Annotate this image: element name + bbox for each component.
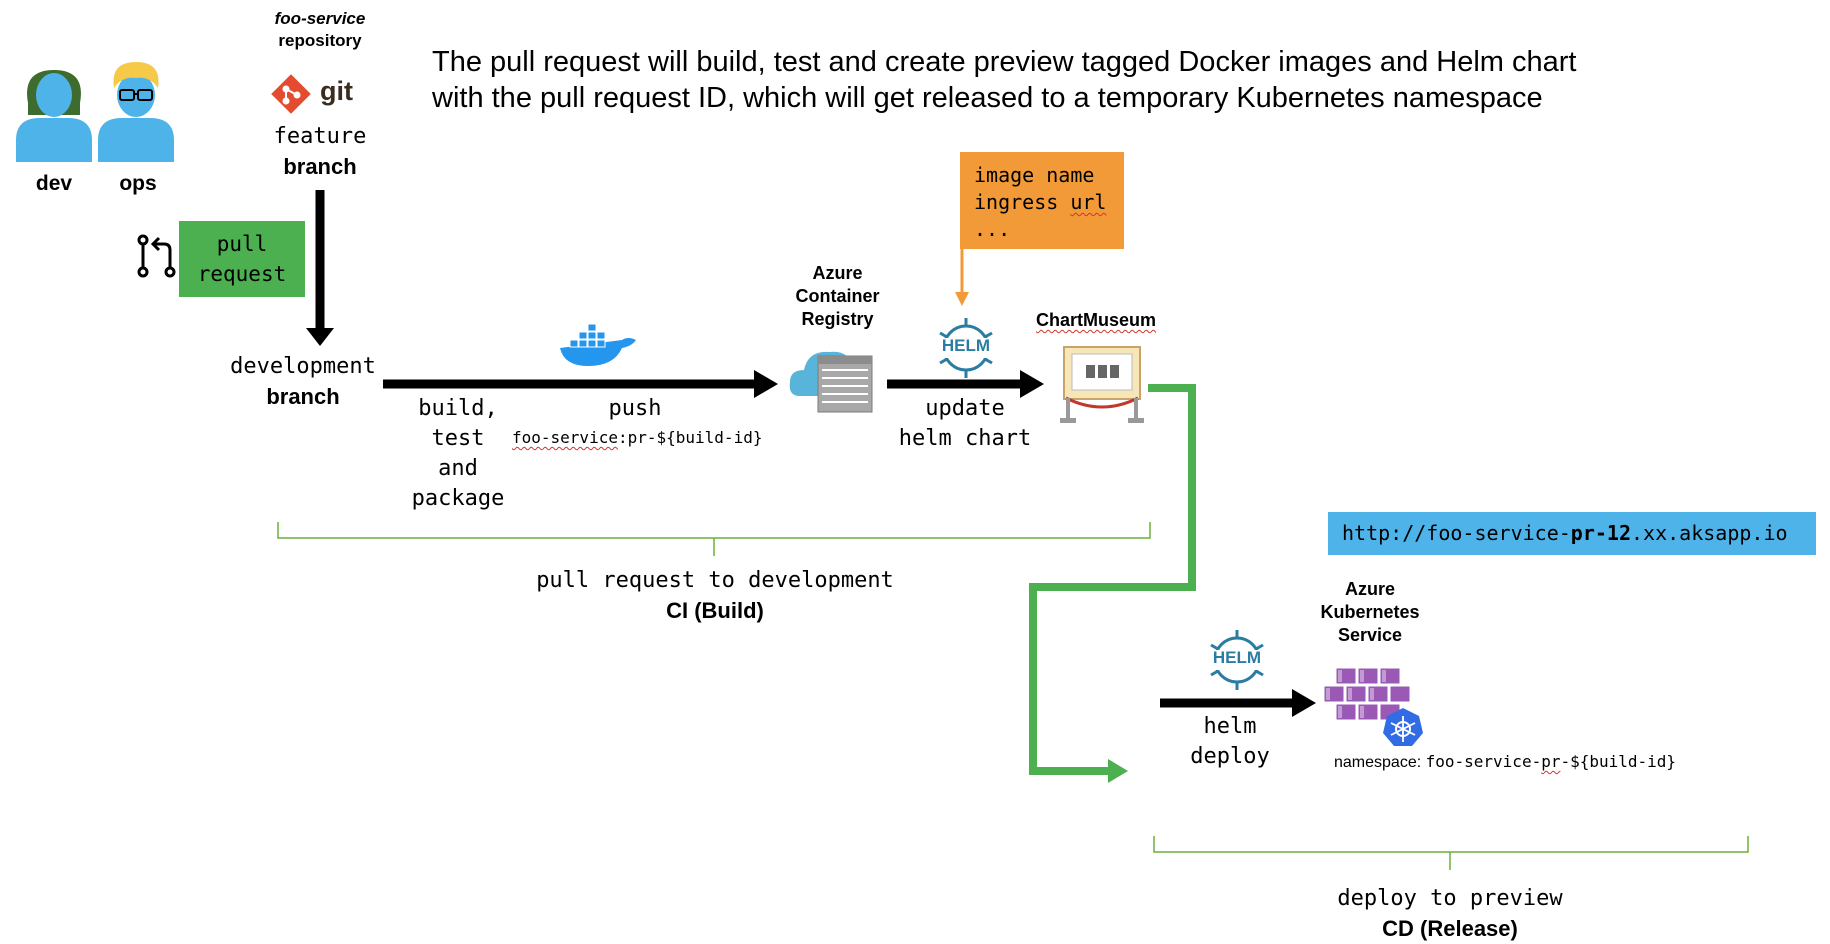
development-branch-label: development branch [218,352,388,412]
release-trigger-head [1108,759,1128,783]
merge-arrow-head [306,328,334,346]
preview-url-box[interactable]: http://foo-service-pr-12.xx.aksapp.io [1328,512,1816,555]
update-arrow-head [1020,370,1044,398]
helm-icon-deploy [1210,630,1264,690]
ops-label: ops [119,172,157,195]
heading-line-2: with the pull request ID, which will get… [432,82,1543,114]
chartmuseum-label-text: ChartMuseum [1036,310,1157,330]
acr-line-2: Container [795,286,880,306]
build-arrow-head [754,370,778,398]
url-suffix: .xx.aksapp.io [1631,521,1788,545]
diagram-heading: The pull request will build, test and cr… [432,44,1576,116]
release-trigger-path [1029,384,1196,775]
build-line-2: test [431,426,485,451]
namespace-key: namespace: [1334,754,1426,771]
helm-icon [939,318,993,378]
kubernetes-icon [1383,708,1423,746]
ci-brace [277,522,1151,556]
feature-branch-label: feature branch [250,122,390,182]
user-ops-icon [98,62,174,162]
update-line-1: update [925,396,1005,421]
push-tag-name: foo-service [512,428,618,447]
chartmuseum-label: ChartMuseum [1036,310,1156,331]
cd-line-2: CD (Release) [1382,916,1518,941]
acr-label: Azure Container Registry [780,262,895,331]
values-connector-head [955,292,969,306]
pull-request-box: pull request [179,221,305,297]
url-prefix: http://foo-service- [1342,521,1571,545]
ci-line-1: pull request to development [536,568,894,593]
namespace-value-pr: pr [1541,752,1561,771]
helm-values-box: image name ingress url ... [960,152,1124,249]
pull-request-line-1: pull [216,232,268,256]
repo-label: foo-service repository [250,8,390,52]
url-pr-id: pr-12 [1570,521,1631,545]
values-line-2: ingress url [974,189,1124,216]
azure-container-registry-icon [789,351,873,413]
cd-label: deploy to preview CD (Release) [1250,884,1650,944]
namespace-value-b: -${build-id} [1560,752,1677,771]
heading-line-1: The pull request will build, test and cr… [432,46,1577,78]
helm-deploy-label: helm deploy [1170,712,1290,772]
git-icon [271,74,311,114]
build-line-1: build, [418,396,498,421]
namespace-value-a: foo-service- [1425,752,1542,771]
push-image-tag: foo-service:pr-${build-id} [512,428,762,447]
dev-label: dev [35,172,73,195]
chartmuseum-icon [1060,346,1144,423]
development-line-2: branch [266,384,340,409]
aks-label: Azure Kubernetes Service [1310,578,1430,647]
values-line-2-text: ingress [974,190,1071,214]
helm-deploy-line-2: deploy [1190,744,1270,769]
ci-line-2: CI (Build) [666,598,764,623]
values-line-3: ... [974,217,1011,241]
aks-icon [1323,667,1411,721]
ci-label: pull request to development CI (Build) [480,566,950,626]
feature-branch-line-2: branch [283,154,357,179]
development-line-1: development [230,354,376,379]
values-line-1: image name [974,163,1095,187]
cd-line-1: deploy to preview [1337,886,1563,911]
values-line-2-url: url [1070,190,1107,214]
push-tag-suffix: :pr-${build-id} [617,428,763,447]
build-label: build, test and package [398,394,518,514]
docker-icon [560,323,636,366]
helm-deploy-line-1: helm [1203,714,1257,739]
helm-wordmark-deploy: HELM [1212,648,1262,667]
aks-line-1: Azure [1344,579,1395,599]
pull-request-line-2: request [197,262,287,286]
git-wordmark: git [320,76,353,106]
aks-line-3: Service [1337,625,1403,645]
push-label: push [608,396,662,421]
repo-name: foo-service [274,9,366,28]
feature-branch-line-1: feature [273,124,367,149]
update-label: update helm chart [880,394,1050,454]
user-dev-icon [16,70,92,162]
deploy-arrow-head [1292,689,1316,717]
build-line-4: package [411,486,505,511]
build-line-3: and [438,456,478,481]
cd-brace [1153,836,1749,870]
namespace-label: namespace: foo-service-pr-${build-id} [1334,752,1676,772]
update-line-2: helm chart [898,426,1032,451]
acr-line-1: Azure [812,263,863,283]
pull-request-icon [137,234,176,278]
helm-wordmark: HELM [941,336,991,355]
repo-suffix: repository [278,31,362,50]
aks-line-2: Kubernetes [1320,602,1420,622]
acr-line-3: Registry [801,309,874,329]
